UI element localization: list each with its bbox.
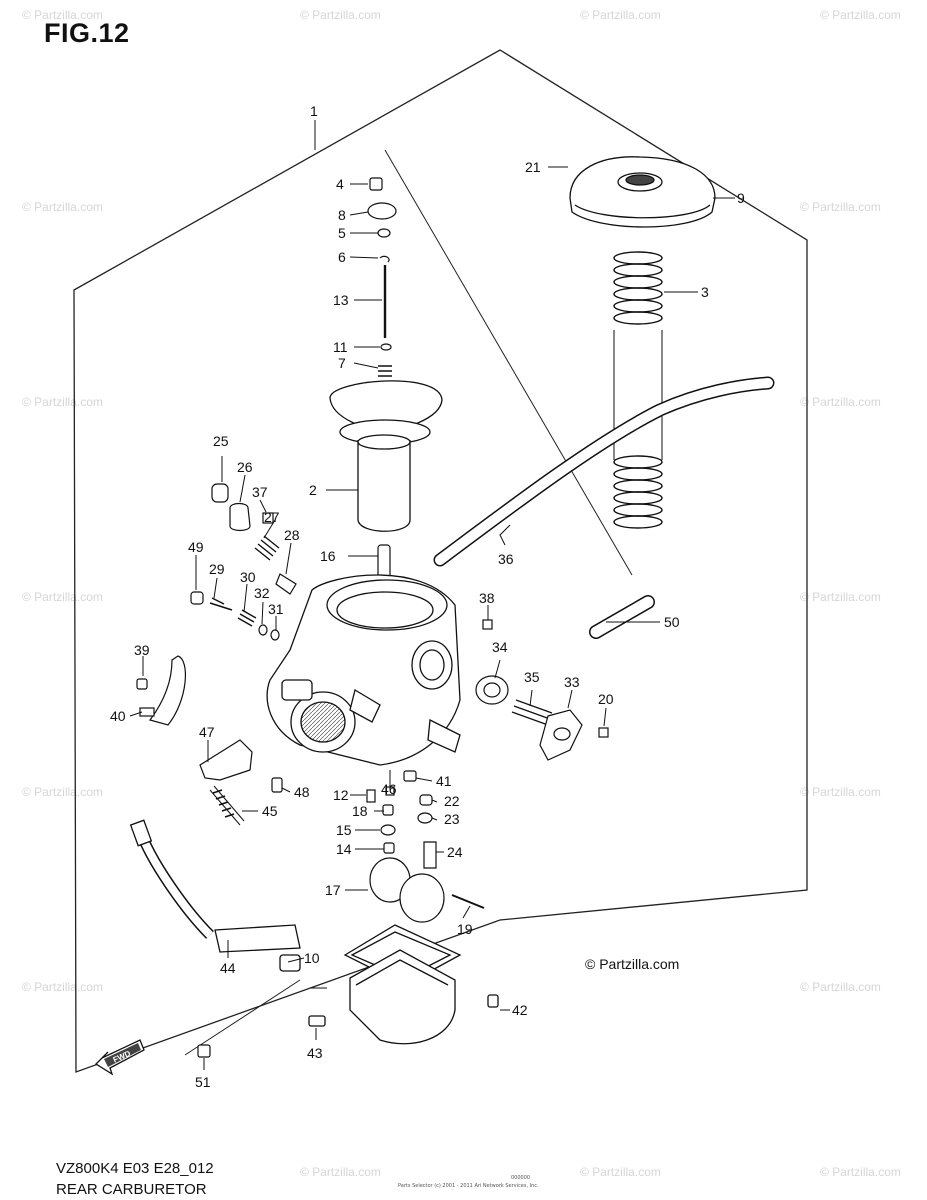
- part-right-side-parts[interactable]: [475, 619, 609, 761]
- callout-13: 13: [333, 292, 349, 308]
- callout-8: 8: [338, 207, 346, 223]
- watermark: © Partzilla.com: [22, 980, 103, 994]
- part-spring[interactable]: [613, 251, 663, 529]
- callout-46: 46: [381, 781, 397, 797]
- callout-14: 14: [336, 841, 352, 857]
- watermark: © Partzilla.com: [300, 8, 381, 22]
- callout-2: 2: [309, 482, 317, 498]
- callout-7: 7: [338, 355, 346, 371]
- callout-43: 43: [307, 1045, 323, 1061]
- callout-20: 20: [598, 691, 614, 707]
- section-name: REAR CARBURETOR: [56, 1181, 207, 1198]
- callout-19: 19: [457, 921, 473, 937]
- callout-12: 12: [333, 787, 349, 803]
- watermark: © Partzilla.com: [800, 395, 881, 409]
- callout-29: 29: [209, 561, 225, 577]
- leader-lines: [129, 120, 735, 1070]
- model-code: VZ800K4 E03 E28_012: [56, 1160, 214, 1177]
- assembly-outline: [73, 49, 808, 1073]
- callout-28: 28: [284, 527, 300, 543]
- callout-9: 9: [737, 190, 745, 206]
- part-bracket-spring[interactable]: [199, 739, 283, 826]
- callout-17: 17: [325, 882, 341, 898]
- callout-42: 42: [512, 1002, 528, 1018]
- watermark: © Partzilla.com: [800, 980, 881, 994]
- callout-1: 1: [310, 103, 318, 119]
- callout-15: 15: [336, 822, 352, 838]
- callout-21: 21: [525, 159, 541, 175]
- copyright-notice: © Partzilla.com: [585, 956, 680, 972]
- callout-11: 11: [333, 339, 348, 355]
- callout-24: 24: [447, 844, 463, 860]
- small-print-notice: Parts Selector (c) 2001 - 2011 Ari Netwo…: [398, 1183, 539, 1189]
- callout-50: 50: [664, 614, 680, 630]
- callout-45: 45: [262, 803, 278, 819]
- callout-34: 34: [492, 639, 508, 655]
- watermark: © Partzilla.com: [22, 200, 103, 214]
- part-hose-short[interactable]: [590, 596, 654, 638]
- part-carburetor-body[interactable]: [266, 574, 461, 766]
- watermark: © Partzilla.com: [22, 395, 103, 409]
- watermark: © Partzilla.com: [820, 1165, 901, 1179]
- callout-40: 40: [110, 708, 126, 724]
- watermark: © Partzilla.com: [580, 8, 661, 22]
- callout-35: 35: [524, 669, 540, 685]
- callout-25: 25: [213, 433, 229, 449]
- part-left-small-parts[interactable]: [136, 483, 297, 726]
- callout-18: 18: [352, 803, 368, 819]
- callout-22: 22: [444, 793, 460, 809]
- part-top-cap[interactable]: [569, 156, 716, 228]
- callout-32: 32: [254, 585, 270, 601]
- watermark: © Partzilla.com: [22, 590, 103, 604]
- watermark: © Partzilla.com: [800, 785, 881, 799]
- part-float-bowl[interactable]: [308, 924, 499, 1045]
- watermark: © Partzilla.com: [580, 1165, 661, 1179]
- watermark: © Partzilla.com: [22, 8, 103, 22]
- assembly-outline-inner: [184, 149, 633, 1056]
- callout-48: 48: [294, 784, 310, 800]
- part-bolt-51[interactable]: [197, 1044, 211, 1058]
- callout-23: 23: [444, 811, 460, 827]
- callout-49: 49: [188, 539, 204, 555]
- watermark: © Partzilla.com: [800, 590, 881, 604]
- callout-37: 37: [252, 484, 268, 500]
- callout-47: 47: [199, 724, 215, 740]
- part-lower-center-parts[interactable]: [366, 770, 485, 923]
- callout-4: 4: [336, 176, 344, 192]
- watermark: © Partzilla.com: [22, 785, 103, 799]
- watermark: © Partzilla.com: [820, 8, 901, 22]
- callout-labels: 1 2 3 4 5 6 7 8 9 10 11 12 13 14 15 16 1…: [110, 103, 745, 1090]
- callout-39: 39: [134, 642, 150, 658]
- callout-33: 33: [564, 674, 580, 690]
- small-print-code: 000000: [511, 1175, 531, 1181]
- callout-44: 44: [220, 960, 236, 976]
- callout-36: 36: [498, 551, 514, 567]
- callout-51: 51: [195, 1074, 211, 1090]
- callout-10: 10: [304, 950, 320, 966]
- callout-30: 30: [240, 569, 256, 585]
- part-diaphragm-piston[interactable]: [329, 380, 443, 532]
- callout-5: 5: [338, 225, 346, 241]
- part-drain-tube[interactable]: [129, 819, 301, 972]
- part-hose-long[interactable]: [433, 376, 775, 567]
- callout-38: 38: [479, 590, 495, 606]
- watermark: © Partzilla.com: [800, 200, 881, 214]
- callout-27: 27: [264, 509, 280, 525]
- callout-16: 16: [320, 548, 336, 564]
- callout-3: 3: [701, 284, 709, 300]
- callout-41: 41: [436, 773, 452, 789]
- figure-title: FIG.12: [44, 18, 130, 48]
- fwd-arrow-icon: FWD: [94, 1039, 145, 1076]
- callout-26: 26: [237, 459, 253, 475]
- watermark: © Partzilla.com: [300, 1165, 381, 1179]
- callout-6: 6: [338, 249, 346, 265]
- callout-31: 31: [268, 601, 284, 617]
